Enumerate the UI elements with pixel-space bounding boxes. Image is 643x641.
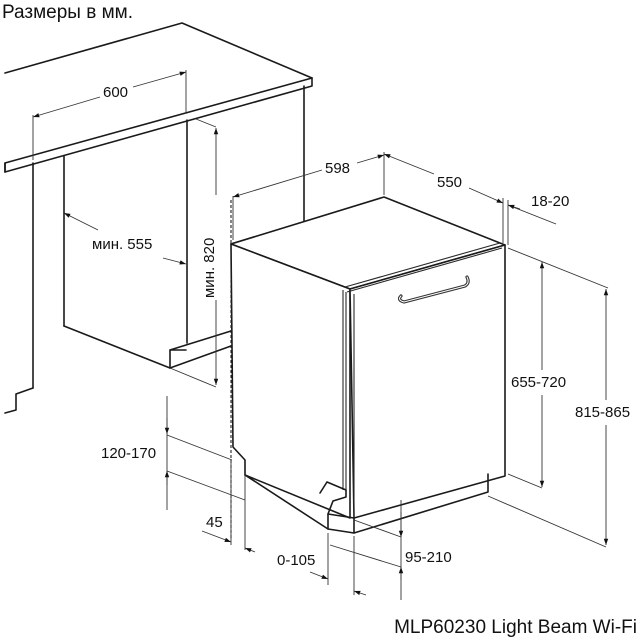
label-min-820: мин. 820	[201, 238, 218, 298]
door-handle	[397, 275, 470, 304]
dim-95-210: 95-210	[329, 500, 452, 600]
label-45: 45	[206, 514, 223, 531]
dim-min-820: мин. 820	[169, 118, 219, 388]
dim-120-170: 120-170	[101, 396, 246, 510]
dim-min-555: мин. 555	[63, 212, 187, 265]
countertop	[4, 22, 313, 173]
dim-550: 550	[383, 153, 504, 243]
label-815-865: 815-865	[575, 404, 630, 421]
label-598: 598	[325, 160, 350, 177]
dishwasher	[230, 196, 506, 540]
model-caption: MLP60230 Light Beam Wi-Fi	[394, 617, 637, 638]
label-95-210: 95-210	[405, 549, 452, 566]
label-600: 600	[103, 84, 128, 101]
dim-0-105: 0-105	[277, 533, 367, 596]
dim-815-865: 815-865	[487, 289, 630, 548]
label-min-555: мин. 555	[92, 236, 152, 253]
dim-655-720: 655-720	[507, 247, 609, 489]
dim-45: 45	[201, 460, 256, 553]
cabinet-left-side	[4, 155, 232, 414]
dim-600: 600	[32, 70, 187, 160]
label-18-20: 18-20	[531, 193, 569, 210]
page-title: Размеры в мм.	[2, 2, 134, 23]
label-550: 550	[437, 174, 462, 191]
dim-598: 598	[232, 152, 385, 240]
label-120-170: 120-170	[101, 445, 156, 462]
label-655-720: 655-720	[511, 374, 566, 391]
dim-18-20: 18-20	[507, 193, 569, 245]
label-0-105: 0-105	[277, 552, 315, 569]
